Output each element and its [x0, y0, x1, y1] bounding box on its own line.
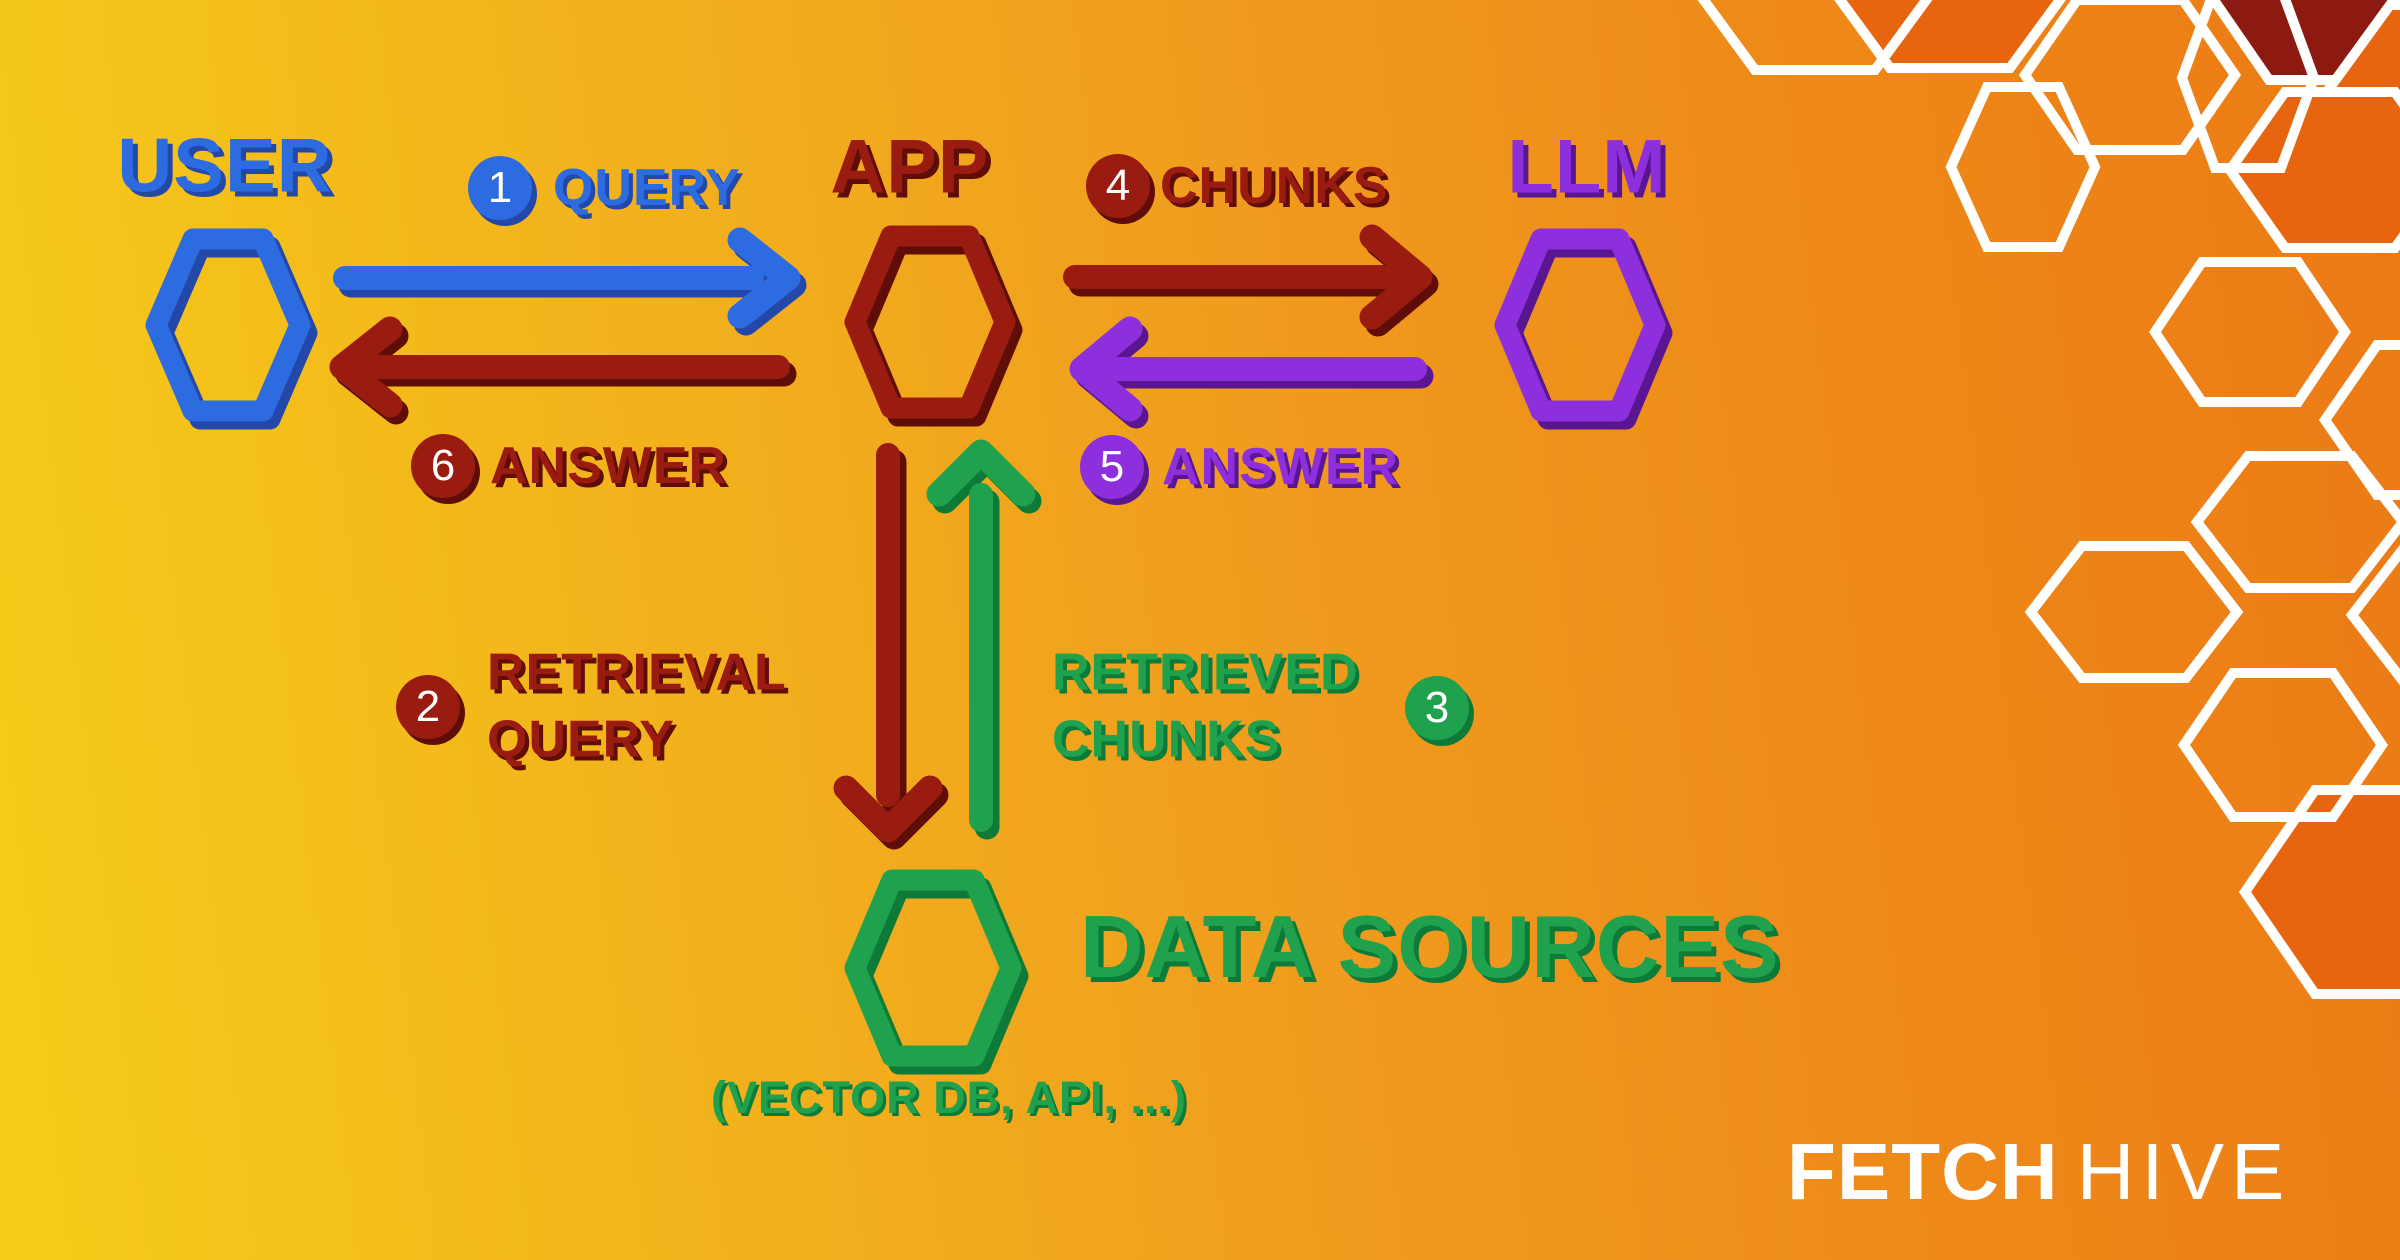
data-sources-sublabel: (VECTOR DB, API, ...) [711, 1072, 1188, 1123]
chunks-flow-label: CHUNKS [1160, 157, 1389, 215]
answer-to-user-flow-label: ANSWER [490, 437, 728, 495]
decor-hexagon-outline-icon [2177, 668, 2389, 822]
step-number: 3 [1424, 683, 1450, 732]
decor-hexagon-outline-icon [2190, 451, 2400, 593]
decor-hexagon-icon [2223, 87, 2400, 253]
honeycomb-outlines [1697, 0, 2400, 822]
decor-hexagon-outline-icon [2345, 544, 2400, 686]
brand-name-light: HIVE [2076, 1127, 2292, 1216]
answer-to-user-arrow [329, 316, 797, 425]
step-badge-5: 5 [1080, 435, 1144, 499]
retrieval-query-flow-label: RETRIEVAL QUERY [487, 639, 787, 772]
decor-hexagon-outline-icon [1945, 82, 2101, 252]
decor-hexagon-outline-icon [1697, 0, 1933, 75]
retrieval-query-arrow [833, 443, 949, 850]
retrieved-chunks-line-1: RETRIEVED [1052, 643, 1359, 702]
decor-hexagon-outline-icon [2018, 0, 2242, 155]
app-node-title: APP [830, 124, 990, 210]
step-number: 6 [430, 441, 456, 490]
step-badge-2: 2 [396, 675, 460, 739]
answer-to-app-arrow [1069, 316, 1434, 429]
llm-hexagon-icon [1494, 228, 1673, 430]
brand-name-bold: FETCH [1787, 1127, 2059, 1216]
step-badge-4: 4 [1086, 154, 1150, 218]
decor-hexagon-outline-icon [2176, 0, 2320, 173]
decor-hexagon-outline-icon [2024, 541, 2244, 683]
answer-to-app-flow-label: ANSWER [1162, 438, 1400, 496]
retrieved-chunks-arrow [926, 439, 1042, 840]
honeycomb-decoration [1834, 0, 2400, 999]
data-sources-hexagon-icon [844, 869, 1029, 1075]
llm-node-title: LLM [1507, 124, 1667, 210]
retrieval-query-line-1: RETRIEVAL [487, 643, 787, 702]
retrieval-query-line-2: QUERY [487, 710, 675, 768]
retrieved-chunks-line-2: CHUNKS [1052, 710, 1281, 768]
step-badge-3: 3 [1405, 676, 1469, 740]
data-sources-node-title: DATA SOURCES [1080, 897, 1780, 996]
step-number: 5 [1099, 442, 1125, 491]
query-arrow [333, 227, 807, 336]
decor-hexagon-icon [2238, 785, 2400, 999]
step-badge-1: 1 [468, 156, 532, 220]
step-number: 4 [1105, 161, 1131, 210]
user-hexagon-icon [145, 228, 318, 430]
step-number: 2 [415, 682, 441, 731]
decor-hexagon-outline-icon [2148, 257, 2352, 407]
decor-hexagon-icon [1834, 0, 2066, 73]
user-node-title: USER [117, 123, 333, 209]
step-number: 1 [487, 163, 513, 212]
retrieved-chunks-flow-label: RETRIEVED CHUNKS [1052, 639, 1359, 772]
step-badge-6: 6 [411, 434, 475, 498]
app-hexagon-icon [844, 225, 1023, 427]
chunks-arrow [1063, 224, 1439, 337]
query-flow-label: QUERY [553, 159, 741, 217]
